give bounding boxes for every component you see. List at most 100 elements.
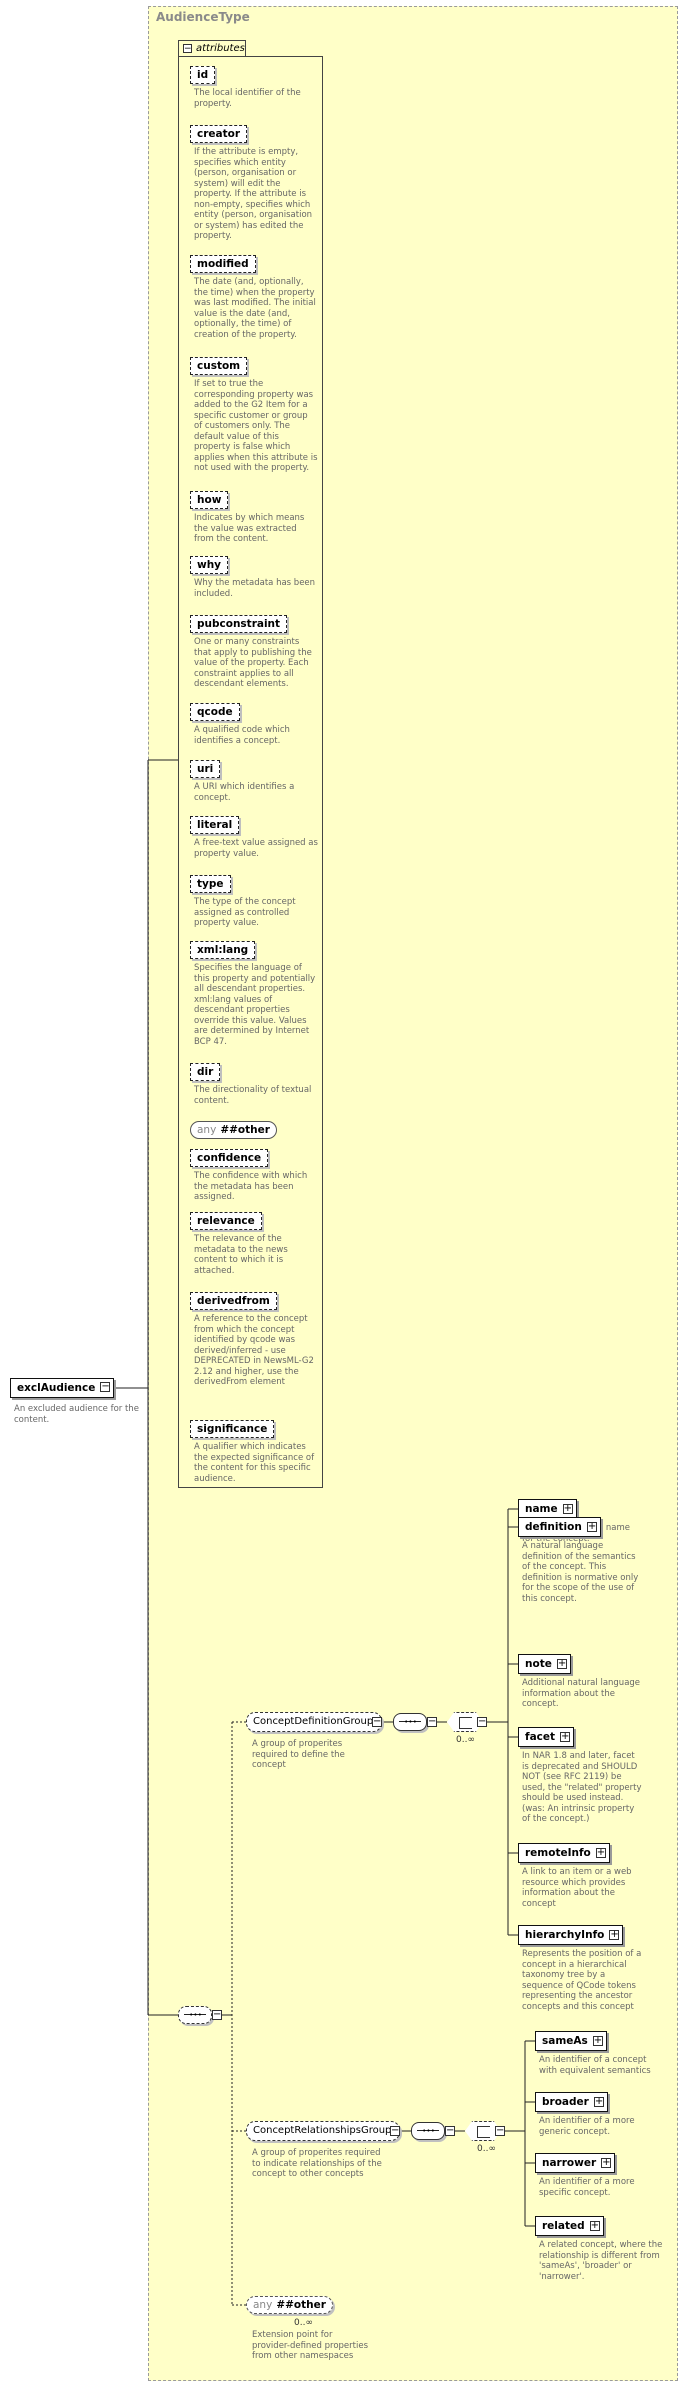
- sequence-expand-icon[interactable]: −: [212, 2009, 222, 2020]
- element-name[interactable]: name +: [518, 1499, 577, 1519]
- element-desc: An identifier of a more generic concept.: [539, 2116, 635, 2137]
- element-related[interactable]: related +: [535, 2216, 604, 2236]
- relationships-multiplicity: 0..∞: [477, 2144, 496, 2154]
- attribute-modified[interactable]: modified: [190, 255, 256, 273]
- attribute-qcode[interactable]: qcode: [190, 703, 240, 721]
- element-broader[interactable]: broader +: [535, 2092, 608, 2112]
- element-remoteinfo[interactable]: remoteInfo +: [518, 1843, 610, 1863]
- element-facet[interactable]: facet +: [518, 1727, 575, 1747]
- expand-icon[interactable]: +: [595, 1847, 606, 1858]
- expand-icon[interactable]: −: [100, 1381, 111, 1392]
- collapse-icon[interactable]: −: [183, 44, 192, 54]
- attribute-desc: The type of the concept assigned as cont…: [194, 897, 296, 928]
- attribute-confidence[interactable]: confidence: [190, 1149, 269, 1167]
- sequence-expand-icon[interactable]: −: [427, 1716, 437, 1727]
- element-name: narrower: [542, 2157, 597, 2169]
- expand-icon[interactable]: +: [593, 2096, 604, 2107]
- element-desc: In NAR 1.8 and later, facet is deprecate…: [522, 1751, 642, 1824]
- concept-relationships-group[interactable]: ConceptRelationshipsGroup: [246, 2121, 401, 2141]
- group-name: ConceptRelationshipsGroup: [253, 2125, 392, 2136]
- element-note[interactable]: note +: [518, 1654, 571, 1674]
- root-element-name: exclAudience: [17, 1382, 96, 1394]
- attribute-desc: Indicates by which means the value was e…: [194, 513, 305, 544]
- element-desc: Represents the position of a concept in …: [522, 1949, 642, 2012]
- choice-expand-icon[interactable]: −: [477, 1716, 487, 1727]
- expand-icon[interactable]: +: [586, 1521, 597, 1532]
- root-element-excl-audience[interactable]: exclAudience −: [10, 1378, 115, 1398]
- attribute-id[interactable]: id: [190, 66, 216, 84]
- element-desc: An identifier of a concept with equivale…: [539, 2055, 651, 2076]
- attribute-desc: The confidence with which the metadata h…: [194, 1171, 308, 1202]
- element-name: broader: [542, 2096, 589, 2108]
- group-expand-icon[interactable]: −: [372, 1716, 382, 1727]
- any-other-wildcard[interactable]: any##other: [246, 2296, 333, 2314]
- attribute-literal[interactable]: literal: [190, 816, 240, 834]
- expand-icon[interactable]: +: [562, 1503, 573, 1514]
- expand-icon[interactable]: +: [592, 2035, 603, 2046]
- element-desc: An identifier of a more specific concept…: [539, 2177, 635, 2198]
- attribute-xml-lang[interactable]: xml:lang: [190, 941, 256, 959]
- any-other-desc: Extension point for provider-defined pro…: [252, 2330, 369, 2361]
- attribute-custom[interactable]: custom: [190, 357, 248, 375]
- concept-relationships-group-desc: A group of properites required to indica…: [252, 2148, 382, 2179]
- attribute-derivedfrom[interactable]: derivedfrom: [190, 1292, 277, 1310]
- attribute-desc: A free-text value assigned as property v…: [194, 838, 318, 859]
- element-name: facet: [525, 1731, 556, 1743]
- attribute-desc: Specifies the language of this property …: [194, 963, 316, 1047]
- attribute-creator[interactable]: creator: [190, 125, 248, 143]
- attributes-tab[interactable]: − attributes: [178, 40, 246, 56]
- attribute-type[interactable]: type: [190, 875, 231, 893]
- attribute-why[interactable]: why: [190, 556, 229, 574]
- element-name: definition: [525, 1521, 582, 1533]
- relationships-sequence-compositor[interactable]: [411, 2122, 445, 2140]
- attribute-desc: If set to true the corresponding propert…: [194, 379, 318, 473]
- element-desc: Additional natural language information …: [522, 1678, 641, 1709]
- choice-icon: [477, 2126, 490, 2138]
- attribute-desc: The relevance of the metadata to the new…: [194, 1234, 288, 1276]
- choice-icon: [459, 1717, 472, 1729]
- element-name: sameAs: [542, 2035, 588, 2047]
- element-desc: A natural language definition of the sem…: [522, 1541, 639, 1604]
- element-name: remoteInfo: [525, 1847, 591, 1859]
- attribute-uri[interactable]: uri: [190, 760, 221, 778]
- attribute-desc: One or many constraints that apply to pu…: [194, 637, 312, 689]
- attribute-dir[interactable]: dir: [190, 1063, 221, 1081]
- attribute-desc: Why the metadata has been included.: [194, 578, 316, 599]
- attribute-desc: The directionality of textual content.: [194, 1085, 312, 1106]
- attribute-significance[interactable]: significance: [190, 1420, 275, 1438]
- group-name: ConceptDefinitionGroup: [253, 1716, 374, 1727]
- element-definition[interactable]: definition +: [518, 1517, 601, 1537]
- expand-icon[interactable]: +: [609, 1929, 620, 1940]
- main-sequence-compositor[interactable]: [178, 2006, 212, 2024]
- choice-expand-icon[interactable]: −: [495, 2125, 505, 2136]
- any-keyword: any: [253, 2299, 273, 2311]
- element-name: name: [525, 1503, 558, 1515]
- expand-icon[interactable]: +: [560, 1731, 571, 1742]
- expand-icon[interactable]: +: [556, 1658, 567, 1669]
- any-namespace: ##other: [276, 2299, 326, 2311]
- attribute-desc: A qualifier which indicates the expected…: [194, 1442, 315, 1484]
- element-name: related: [542, 2220, 585, 2232]
- definition-multiplicity: 0..∞: [456, 1735, 475, 1745]
- root-element-desc: An excluded audience for the content.: [14, 1404, 139, 1425]
- element-hierarchyinfo[interactable]: hierarchyInfo+: [518, 1925, 624, 1945]
- attribute-desc: A qualified code which identifies a conc…: [194, 725, 290, 746]
- group-expand-icon[interactable]: −: [390, 2125, 400, 2136]
- sequence-expand-icon[interactable]: −: [445, 2125, 455, 2136]
- expand-icon[interactable]: +: [589, 2220, 600, 2231]
- attribute-desc: A URI which identifies a concept.: [194, 782, 295, 803]
- attribute-pubconstraint[interactable]: pubconstraint: [190, 615, 288, 633]
- attribute-how[interactable]: how: [190, 491, 229, 509]
- definition-sequence-compositor[interactable]: [393, 1713, 427, 1731]
- attributes-label: attributes: [196, 43, 245, 54]
- attribute-any-other[interactable]: any##other: [190, 1121, 277, 1139]
- expand-icon[interactable]: +: [601, 2157, 612, 2168]
- attribute-relevance[interactable]: relevance: [190, 1212, 262, 1230]
- element-sameas[interactable]: sameAs +: [535, 2031, 607, 2051]
- attributes-panel: [178, 56, 323, 1488]
- audience-type-box: [148, 6, 678, 2381]
- element-name: note: [525, 1658, 552, 1670]
- concept-definition-group[interactable]: ConceptDefinitionGroup: [246, 1712, 383, 1732]
- element-narrower[interactable]: narrower +: [535, 2153, 616, 2173]
- element-desc: A related concept, where the relationshi…: [539, 2240, 663, 2282]
